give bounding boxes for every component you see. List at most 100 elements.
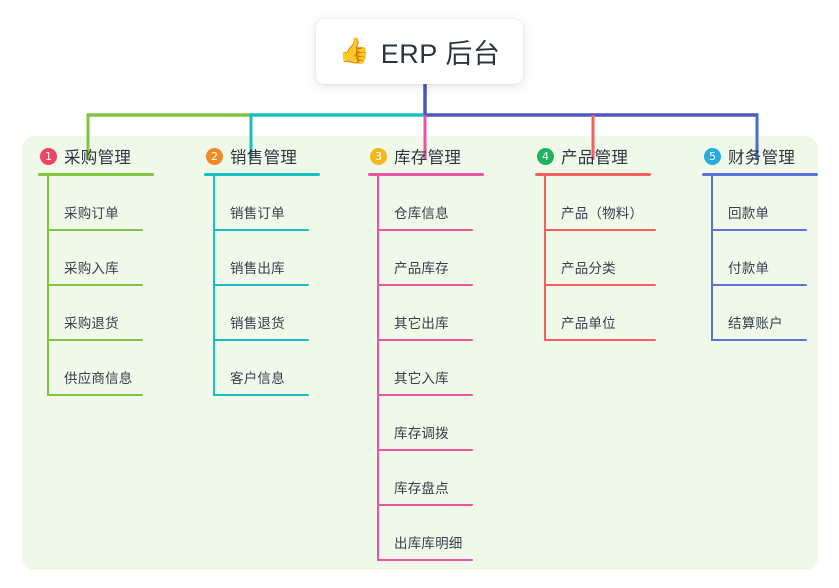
leaf-underline (377, 394, 473, 396)
branch-title-3: 库存管理 (394, 149, 462, 167)
leaf-label: 产品（物料） (561, 206, 644, 221)
branch-column-3: 3 库存管理仓库信息产品库存其它出库其它入库库存调拨库存盘点出库库明细 (360, 143, 484, 561)
leaf-spine-3 (377, 176, 379, 561)
thumbs-up-icon: 👍 (338, 37, 370, 65)
leaf-label: 供应商信息 (64, 371, 133, 386)
leaf-underline (711, 284, 807, 286)
leaf-label: 其它入库 (394, 371, 449, 386)
leaf-label: 付款单 (728, 261, 770, 276)
leaf-label: 仓库信息 (394, 206, 449, 221)
leaf-underline (213, 394, 309, 396)
leaf-underline (377, 449, 473, 451)
leaf-item[interactable]: 其它出库 (368, 286, 484, 341)
branch-column-4: 4 产品管理产品（物料） 产品分类产品单位 (527, 143, 656, 341)
leaf-label: 销售退货 (230, 316, 285, 331)
root-node-content: 👍 ERP 后台 (339, 32, 501, 71)
branch-header-1[interactable]: 1 采购管理 (30, 143, 154, 169)
leaf-underline (213, 229, 309, 231)
leaf-item[interactable]: 产品库存 (368, 231, 484, 286)
leaf-item[interactable]: 库存盘点 (368, 451, 484, 506)
branch-underline-1 (38, 173, 154, 176)
leaf-item[interactable]: 供应商信息 (38, 341, 154, 396)
leaf-label: 库存调拨 (394, 426, 449, 441)
leaf-underline (544, 229, 656, 231)
leaf-underline (47, 229, 143, 231)
leaf-list-2: 销售订单销售出库销售退货客户信息 (204, 176, 320, 396)
branch-title-1: 采购管理 (64, 149, 132, 167)
leaf-item[interactable]: 销售出库 (204, 231, 320, 286)
leaf-spine-1 (47, 176, 49, 396)
branch-badge-3: 3 (370, 147, 387, 165)
leaf-list-5: 回款单付款单结算账户 (702, 176, 818, 341)
branch-header-3[interactable]: 3 库存管理 (360, 143, 484, 169)
leaf-item[interactable]: 采购退货 (38, 286, 154, 341)
branch-badge-1: 1 (40, 147, 57, 165)
leaf-label: 结算账户 (728, 316, 783, 331)
leaf-label: 销售订单 (230, 206, 285, 221)
leaf-label: 产品单位 (561, 316, 616, 331)
leaf-item[interactable]: 销售订单 (204, 176, 320, 231)
branch-header-4[interactable]: 4 产品管理 (527, 143, 651, 169)
leaf-underline (377, 504, 473, 506)
leaf-underline (377, 284, 473, 286)
leaf-spine-5 (711, 176, 713, 341)
leaf-label: 库存盘点 (394, 481, 449, 496)
leaf-label: 回款单 (728, 206, 770, 221)
leaf-underline (377, 339, 473, 341)
branch-underline-3 (368, 173, 484, 176)
leaf-item[interactable]: 付款单 (702, 231, 818, 286)
leaf-list-1: 采购订单采购入库采购退货供应商信息 (38, 176, 154, 396)
branch-badge-2: 2 (206, 147, 223, 165)
branch-title-5: 财务管理 (728, 149, 796, 167)
leaf-label: 采购入库 (64, 261, 119, 276)
leaf-item[interactable]: 销售退货 (204, 286, 320, 341)
branch-column-1: 1 采购管理采购订单采购入库采购退货供应商信息 (30, 143, 154, 396)
leaf-label: 采购退货 (64, 316, 119, 331)
leaf-item[interactable]: 产品单位 (535, 286, 656, 341)
leaf-label: 出库库明细 (394, 536, 463, 551)
leaf-label: 其它出库 (394, 316, 449, 331)
leaf-underline (544, 284, 656, 286)
leaf-spine-2 (213, 176, 215, 396)
leaf-underline (544, 339, 656, 341)
leaf-underline (47, 339, 143, 341)
leaf-spine-4 (544, 176, 546, 341)
root-title: ERP 后台 (380, 39, 501, 69)
branch-badge-4: 4 (537, 147, 554, 165)
branch-underline-5 (702, 173, 818, 176)
leaf-item[interactable]: 出库库明细 (368, 506, 484, 561)
leaf-label: 产品分类 (561, 261, 616, 276)
branch-underline-2 (204, 173, 320, 176)
leaf-item[interactable]: 库存调拨 (368, 396, 484, 451)
leaf-item[interactable]: 其它入库 (368, 341, 484, 396)
leaf-underline (377, 559, 473, 561)
leaf-list-4: 产品（物料） 产品分类产品单位 (535, 176, 656, 341)
leaf-item[interactable]: 采购入库 (38, 231, 154, 286)
branch-header-5[interactable]: 5 财务管理 (694, 143, 818, 169)
branch-underline-4 (535, 173, 651, 176)
branch-header-2[interactable]: 2 销售管理 (196, 143, 320, 169)
leaf-item[interactable]: 产品分类 (535, 231, 656, 286)
branch-title-4: 产品管理 (561, 149, 629, 167)
branch-column-5: 5 财务管理回款单付款单结算账户 (694, 143, 818, 341)
leaf-item[interactable]: 结算账户 (702, 286, 818, 341)
leaf-list-3: 仓库信息产品库存其它出库其它入库库存调拨库存盘点出库库明细 (368, 176, 484, 561)
leaf-underline (47, 394, 143, 396)
leaf-underline (213, 284, 309, 286)
leaf-item[interactable]: 采购订单 (38, 176, 154, 231)
leaf-underline (47, 284, 143, 286)
leaf-underline (711, 339, 807, 341)
branch-badge-5: 5 (704, 147, 721, 165)
leaf-label: 采购订单 (64, 206, 119, 221)
leaf-item[interactable]: 仓库信息 (368, 176, 484, 231)
branch-title-2: 销售管理 (230, 149, 298, 167)
branch-column-2: 2 销售管理销售订单销售出库销售退货客户信息 (196, 143, 320, 396)
leaf-label: 产品库存 (394, 261, 449, 276)
leaf-item[interactable]: 回款单 (702, 176, 818, 231)
leaf-underline (213, 339, 309, 341)
leaf-item[interactable]: 产品（物料） (535, 176, 656, 231)
leaf-label: 客户信息 (230, 371, 285, 386)
root-node[interactable]: 👍 ERP 后台 (316, 19, 523, 84)
leaf-item[interactable]: 客户信息 (204, 341, 320, 396)
leaf-underline (377, 229, 473, 231)
